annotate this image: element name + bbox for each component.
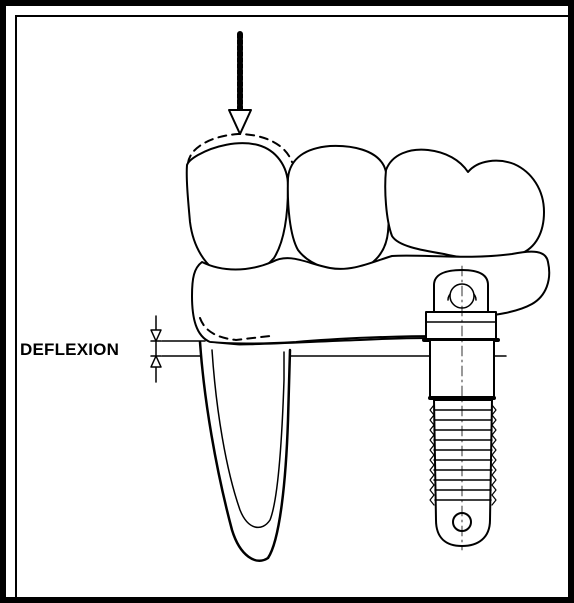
tooth-crown-middle [288,146,389,271]
tooth-root [200,342,290,561]
force-arrow [229,34,251,134]
tooth-crown-right [385,150,544,259]
deflexion-label: DEFLEXION [20,340,119,360]
implant [424,266,498,550]
deflexion-dimension-marker [151,316,161,382]
tooth-crown-left [187,143,288,277]
